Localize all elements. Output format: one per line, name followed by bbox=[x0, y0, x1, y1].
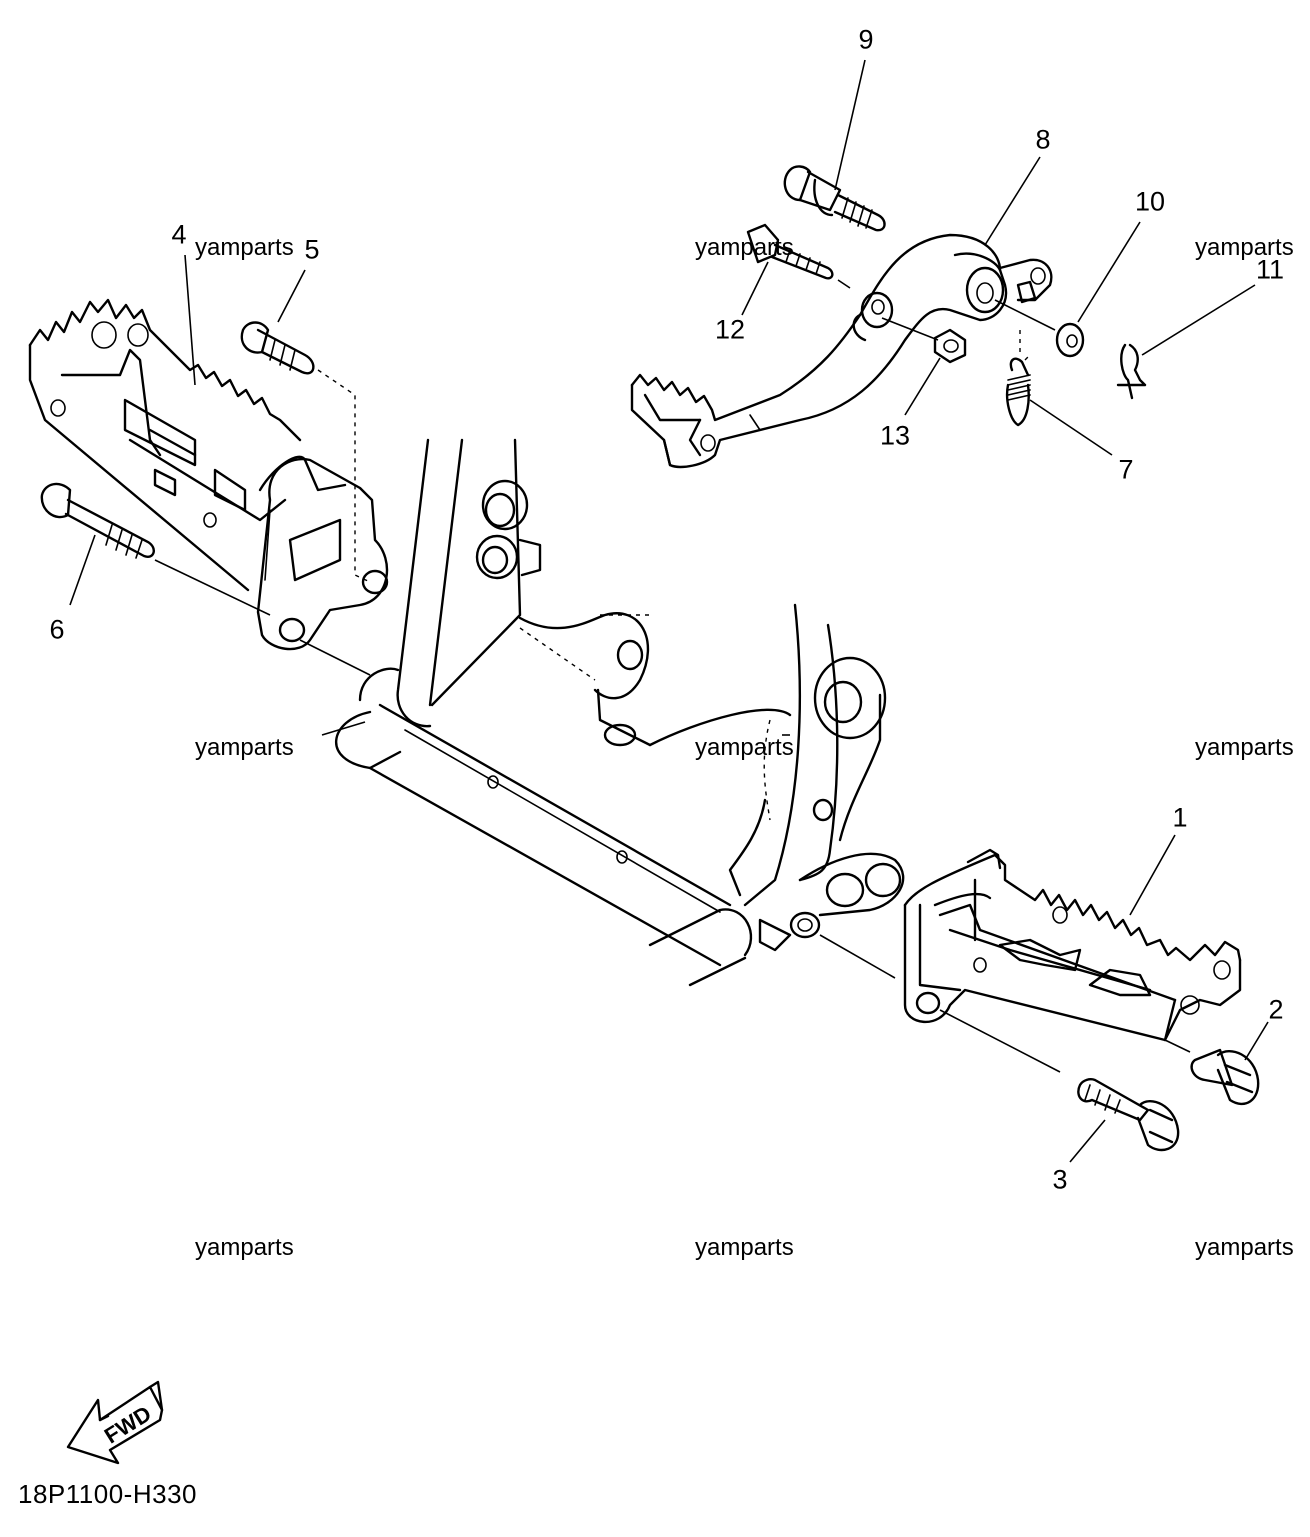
watermark: yamparts bbox=[1195, 734, 1294, 761]
watermark: yamparts bbox=[695, 1234, 794, 1261]
callout-3: 3 bbox=[1052, 1164, 1068, 1195]
callout-9: 9 bbox=[858, 24, 874, 55]
spring-7-drawing bbox=[1005, 330, 1031, 427]
watermark: yamparts bbox=[1195, 1234, 1294, 1261]
callout-8: 8 bbox=[1035, 124, 1051, 155]
callout-13: 13 bbox=[879, 420, 911, 451]
watermark: yamparts bbox=[195, 234, 294, 261]
callout-7: 7 bbox=[1118, 454, 1134, 485]
callout-11: 11 bbox=[1255, 254, 1285, 285]
watermark: yamparts bbox=[195, 1234, 294, 1261]
bolt-2-drawing bbox=[1164, 1039, 1260, 1106]
diagram-code: 18P1100-H330 bbox=[18, 1479, 197, 1509]
cotter-pin-11-drawing bbox=[1116, 343, 1147, 400]
pivot-bolt-9-drawing bbox=[783, 165, 886, 232]
brake-pedal-drawing bbox=[630, 233, 1053, 469]
watermark: yamparts bbox=[1195, 234, 1294, 261]
bolt-5-drawing bbox=[240, 321, 371, 583]
bolt-3-drawing bbox=[819, 934, 1180, 1152]
watermark: yamparts bbox=[195, 734, 294, 761]
callout-4: 4 bbox=[171, 219, 187, 250]
bolt-6-drawing bbox=[40, 482, 371, 676]
callout-6: 6 bbox=[49, 614, 65, 645]
forward-arrow-icon: FWD bbox=[66, 1380, 164, 1465]
washer-10-drawing bbox=[994, 299, 1085, 358]
bolt-12-drawing bbox=[746, 223, 851, 289]
right-footrest-drawing bbox=[903, 848, 1242, 1042]
frame-drawing bbox=[335, 438, 905, 987]
callout-5: 5 bbox=[304, 234, 320, 265]
callout-10: 10 bbox=[1134, 186, 1166, 217]
watermark: yamparts bbox=[695, 234, 794, 261]
callout-2: 2 bbox=[1268, 994, 1284, 1025]
callout-1: 1 bbox=[1172, 802, 1188, 833]
callout-12: 12 bbox=[714, 314, 746, 345]
leader-lines bbox=[69, 59, 1269, 1163]
nut-13-drawing bbox=[881, 317, 967, 364]
watermark: yamparts bbox=[695, 734, 794, 761]
left-footrest-drawing bbox=[28, 298, 389, 651]
